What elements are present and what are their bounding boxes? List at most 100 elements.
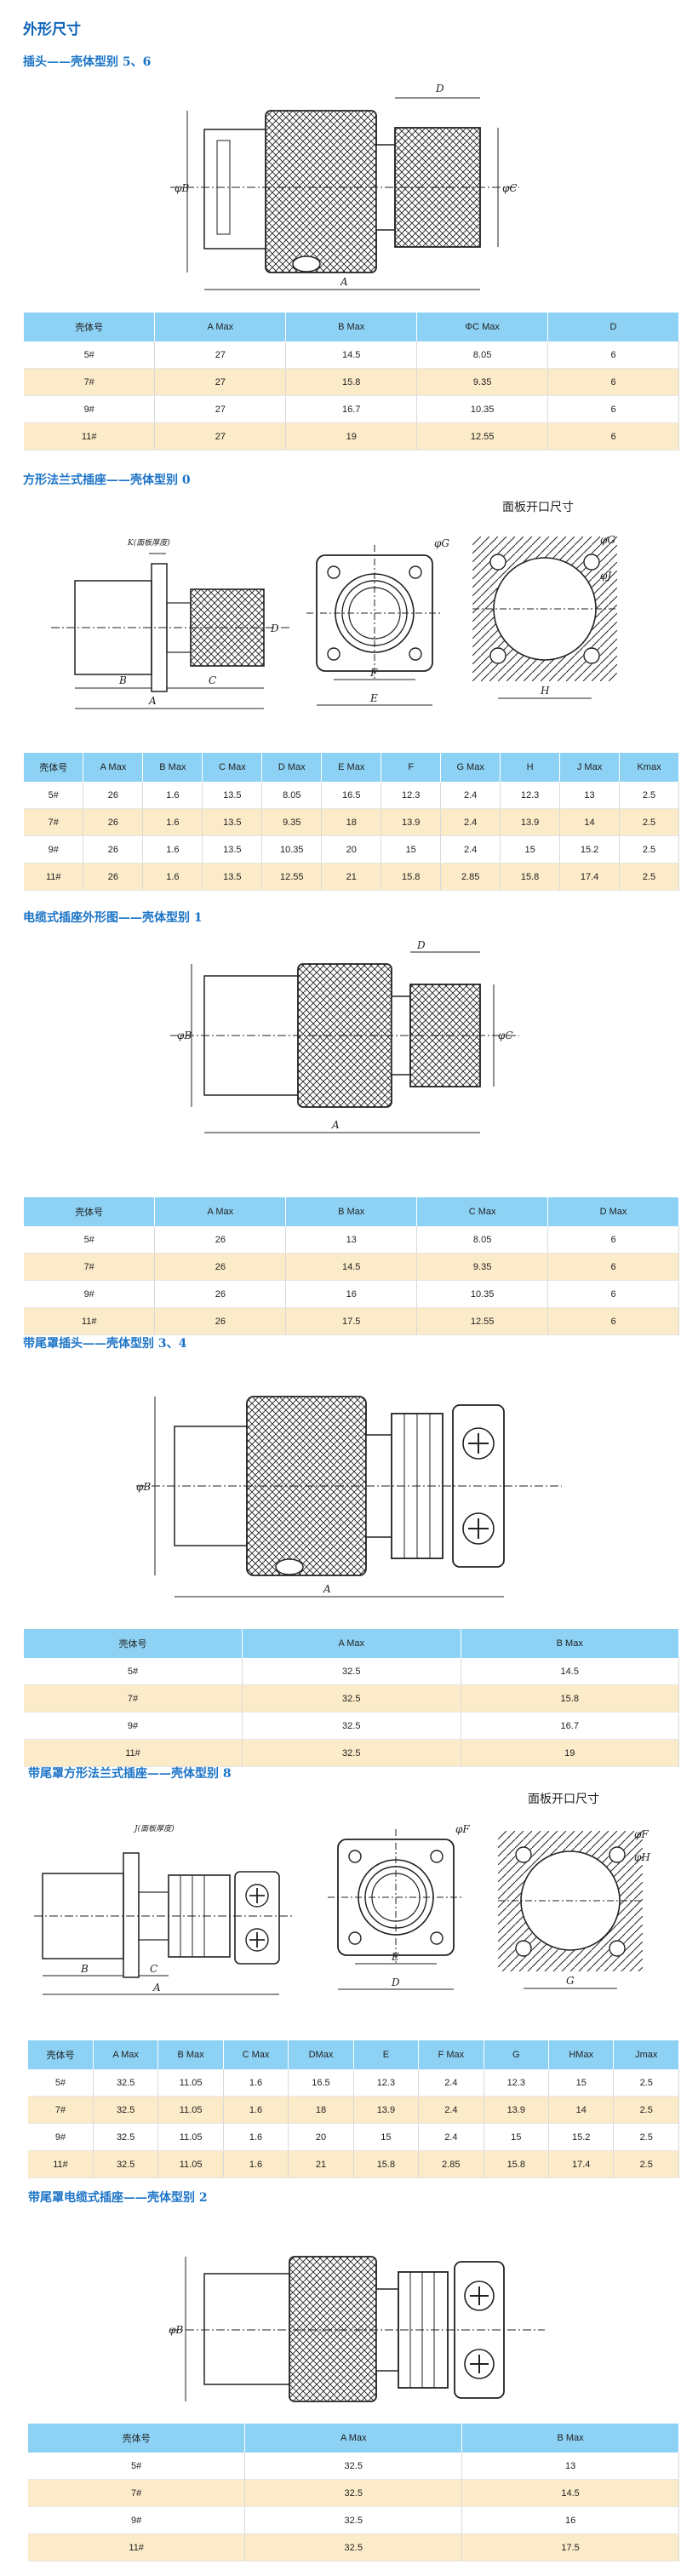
table-cell: 9# [24,1712,243,1740]
column-header: H [500,753,561,782]
table-cell: 7# [28,2096,94,2124]
dim-b: B [118,674,127,686]
dim-b: B [80,1963,89,1975]
column-header: Kmax [619,753,679,782]
panel-cutout-label: 面板开口尺寸 [502,501,574,514]
section-title-plug: 插头——壳体型别 5、6 [23,55,152,69]
table-cell: 8.05 [261,782,323,809]
table-cell: 2.85 [440,863,501,891]
table-cell: 32.5 [93,2096,159,2124]
table-cell: 11# [24,422,156,450]
table-cell: 5# [24,1226,156,1254]
plug-backshell-drawing: φB A [136,1396,562,1598]
table-cell: 6 [547,422,679,450]
table-cell: 10.35 [416,395,549,423]
table-cell: 32.5 [244,2506,463,2534]
column-header: B Max [461,2424,679,2453]
table-cell: 16.5 [321,782,382,809]
dim-k-note: K(面板厚度) [127,538,170,548]
table-cell: 27 [154,341,287,369]
table-cell: 1.6 [142,808,203,836]
column-header: A Max [83,753,144,782]
table-cell: 32.5 [93,2123,159,2151]
column-header: A Max [154,1197,287,1226]
table-cell: 2.4 [418,2096,484,2124]
dim-phi-g: φG [600,534,615,546]
table-cell: 13 [559,782,621,809]
section-title-plug-backshell: 带尾罩插头——壳体型别 3、4 [23,1337,187,1351]
table-cell: 16 [285,1280,418,1308]
table-cell: 26 [154,1280,287,1308]
section-title-flange-receptacle: 方形法兰式插座——壳体型别 0 [23,473,191,487]
table-cell: 6 [547,341,679,369]
table-cell: 9# [24,1280,156,1308]
table-cell: 12.55 [416,422,549,450]
table-cell: 2.4 [418,2069,484,2097]
column-header: C Max [202,753,263,782]
table-cell: 27 [154,422,287,450]
column-header: G Max [440,753,501,782]
dim-a: A [152,1982,161,1994]
table-cell: 12.55 [261,863,323,891]
table-cell: 32.5 [244,2453,463,2480]
table-cell: 10.35 [416,1280,549,1308]
table-cell: 13 [461,2453,679,2480]
table-cell: 26 [83,782,144,809]
column-header: 壳体号 [24,753,84,782]
table-cell: 6 [547,368,679,396]
table-cell: 13.9 [500,808,561,836]
table-cell: 6 [547,1226,679,1254]
cable-receptacle-backshell-drawing: φB A [169,2256,545,2438]
table-cell: 14.5 [461,1658,679,1685]
column-header: B Max [285,1197,418,1226]
dim-phi-c: φC [502,182,518,194]
dim-e: E [369,692,378,704]
panel-cutout-drawing: φG φJ H [472,534,617,699]
table-cell: 9.35 [416,1253,549,1281]
table-cell: 13.5 [202,863,263,891]
flange-receptacle-front-drawing: φG F E [306,537,449,706]
table-cell: 27 [154,368,287,396]
table-cell: 18 [321,808,382,836]
table-cell: 15 [381,835,442,863]
table-cell: 32.5 [242,1739,461,1767]
plug-drawing: φB φC D A [170,83,519,290]
table-cell: 11# [24,1307,156,1335]
table-cell: 12.3 [353,2069,420,2097]
column-header: 壳体号 [24,1197,156,1226]
table-cell: 5# [28,2069,94,2097]
table-cell: 26 [154,1307,287,1335]
table-cell: 2.5 [619,863,679,891]
column-header: G [484,2040,550,2069]
table-cell: 13.5 [202,808,263,836]
dim-phi-h: φH [634,1851,650,1863]
table-cell: 6 [547,1280,679,1308]
table-cell: 15 [500,835,561,863]
page-title: 外形尺寸 [23,21,81,38]
dim-c: C [209,674,216,686]
cable-receptacle-drawing: φB φC D A [170,939,519,1133]
table-cell: 11.05 [157,2150,224,2178]
table-cell: 5# [24,1658,243,1685]
table-cell: 15.8 [285,368,418,396]
dim-d: D [416,939,426,951]
table-cell: 15 [353,2123,420,2151]
table-cell: 7# [28,2479,246,2507]
